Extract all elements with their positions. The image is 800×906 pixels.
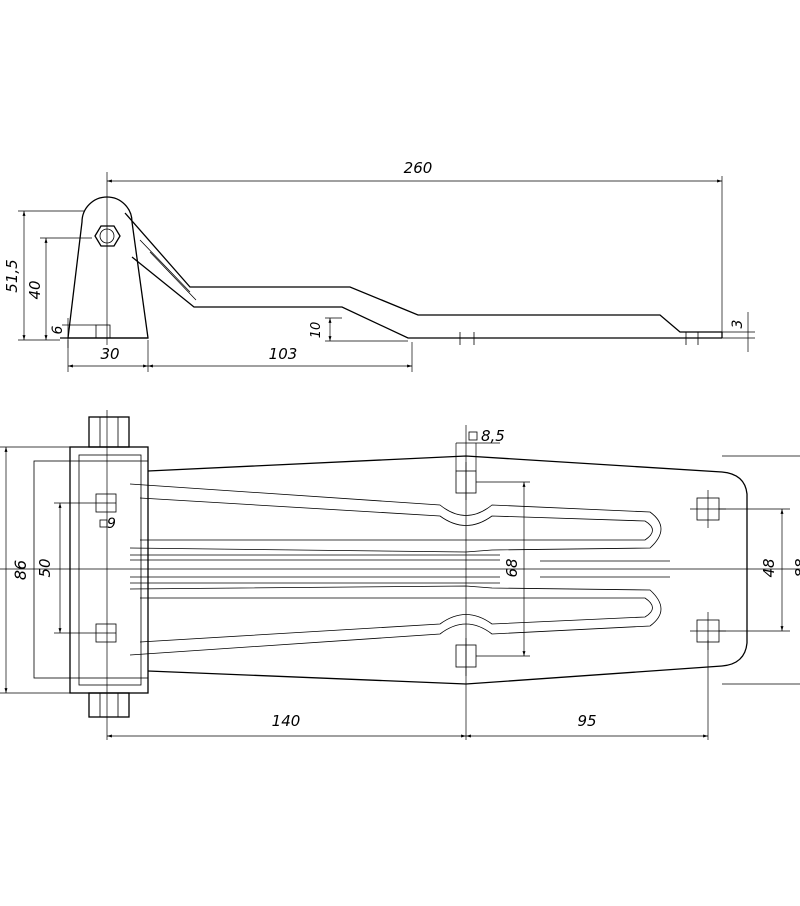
bolt-head-top <box>88 416 130 448</box>
strap-outline <box>147 455 748 685</box>
strap-arm-upper <box>124 212 722 333</box>
bolt-head-bottom-inner <box>99 692 119 718</box>
knuckle-body-inner <box>78 454 142 686</box>
stiffener-slot-lower <box>129 585 662 656</box>
knuckle-body <box>69 446 149 694</box>
hex-nut <box>94 225 121 247</box>
dim-103: 103 <box>269 345 298 363</box>
dim-30: 30 <box>100 345 119 363</box>
stiffener-slot-upper-inner <box>139 497 653 541</box>
side-view: 260 51,5 40 6 10 3 30 103 <box>3 159 755 372</box>
top-view: 8,5 9 86 50 68 48 88 <box>0 410 800 740</box>
dim-140: 140 <box>272 712 301 730</box>
strap-inner-line <box>139 239 191 293</box>
bolt-head-bottom <box>88 692 130 718</box>
dim-51-5: 51,5 <box>3 259 21 292</box>
dim-260: 260 <box>404 159 433 177</box>
strap-inner-line <box>149 251 197 301</box>
hinge-knuckle-outline <box>67 196 149 339</box>
base-plate-outline <box>33 460 149 679</box>
dim-50: 50 <box>36 558 54 577</box>
square-symbol <box>468 431 478 441</box>
base-bolt <box>95 324 111 339</box>
dim-48: 48 <box>760 558 778 577</box>
bolt-head-top-inner <box>99 416 119 448</box>
dim-40: 40 <box>26 280 44 299</box>
strap-arm-lower <box>131 256 722 339</box>
dim-square-8-5: 8,5 <box>481 427 505 445</box>
square-symbol <box>99 519 108 528</box>
stiffener-slot-lower-inner <box>139 597 653 643</box>
dim-68: 68 <box>503 558 521 577</box>
dim-86: 86 <box>11 560 30 580</box>
dim-10: 10 <box>309 322 324 339</box>
dim-88-partial: 88 <box>792 558 800 577</box>
dim-95: 95 <box>577 712 596 730</box>
stiffener-slot-upper <box>129 483 662 553</box>
dim-square-9: 9 <box>107 516 116 532</box>
dim-3: 3 <box>730 320 746 329</box>
dim-6: 6 <box>50 325 66 334</box>
